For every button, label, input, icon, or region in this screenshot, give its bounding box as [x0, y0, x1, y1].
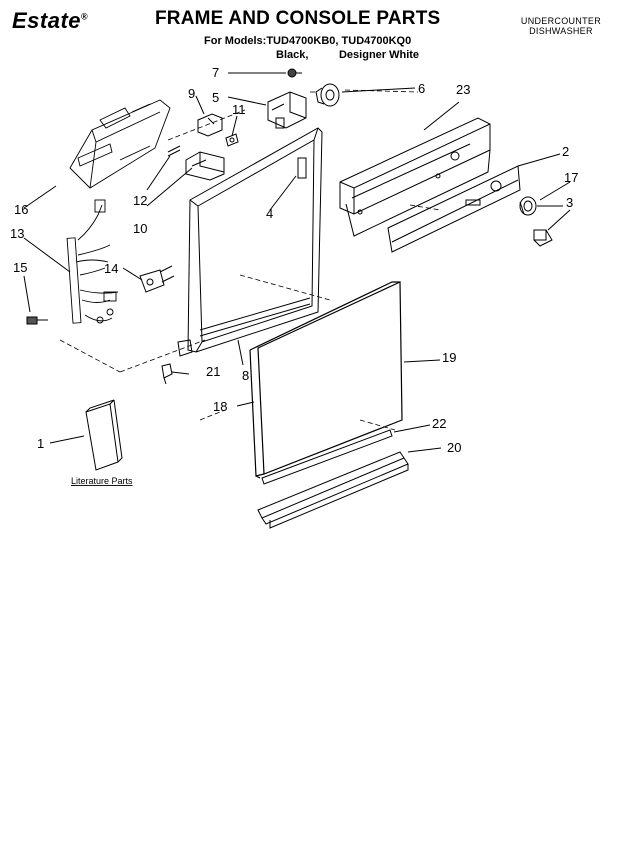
- registered-mark: ®: [81, 11, 89, 22]
- callout-19: 19: [442, 350, 456, 365]
- callout-9: 9: [188, 86, 195, 101]
- callout-labels: 1 2 3 4 5 6 7 8 9 10 11 12 13 14 15 16 1…: [10, 65, 578, 455]
- part-latch-housing: [185, 151, 225, 181]
- part-door-latch: [267, 91, 307, 129]
- part-outer-door-panel: [249, 281, 403, 479]
- part-trim-strip: [261, 429, 393, 485]
- callout-21: 21: [206, 364, 220, 379]
- product-category: UNDERCOUNTER DISHWASHER: [521, 16, 601, 36]
- part-switch: [139, 265, 175, 293]
- part-kick-plate: [257, 451, 409, 529]
- part-latch-bracket: [197, 113, 223, 137]
- part-control-knob: [519, 196, 537, 216]
- callout-2: 2: [562, 144, 569, 159]
- callout-15: 15: [13, 260, 27, 275]
- callout-20: 20: [447, 440, 461, 455]
- callout-22: 22: [432, 416, 446, 431]
- part-literature-booklet: [85, 399, 123, 471]
- color-black: Black,: [276, 49, 309, 61]
- color-white: Designer White: [338, 49, 420, 61]
- literature-parts-label: Literature Parts: [71, 476, 133, 486]
- part-screw: [26, 316, 48, 325]
- callout-12: 12: [133, 193, 147, 208]
- callout-16: 16: [14, 202, 28, 217]
- category-line-1: UNDERCOUNTER: [520, 16, 601, 26]
- part-door-knob: [315, 83, 340, 107]
- part-control-overlay: [387, 165, 521, 253]
- part-hinge-clip: [161, 363, 173, 385]
- brand-name: Estate: [12, 8, 82, 33]
- brand-logo: Estate®: [12, 8, 88, 34]
- callout-8: 8: [242, 368, 249, 383]
- callout-18: 18: [213, 399, 227, 414]
- callout-23: 23: [456, 82, 470, 97]
- callout-6: 6: [418, 81, 425, 96]
- model-info: For Models:TUD4700KB0, TUD4700KQ0 Black,…: [204, 34, 419, 62]
- part-strike: [167, 145, 181, 157]
- part-push-button: [533, 229, 553, 247]
- callout-3: 3: [566, 195, 573, 210]
- callout-13: 13: [10, 226, 24, 241]
- models-line: For Models:TUD4700KB0, TUD4700KQ0: [204, 35, 412, 47]
- callout-4: 4: [266, 206, 273, 221]
- assembly-guide-lines: [59, 89, 441, 431]
- part-door-frame: [177, 127, 323, 357]
- part-vent-duct: [69, 99, 171, 189]
- part-wire-harness: [66, 199, 119, 324]
- page-title: FRAME AND CONSOLE PARTS: [155, 8, 441, 29]
- callout-17: 17: [564, 170, 578, 185]
- callout-14: 14: [104, 261, 118, 276]
- color-variants: Black, Designer White: [204, 48, 419, 62]
- callout-5: 5: [212, 90, 219, 105]
- callout-7: 7: [212, 65, 219, 80]
- leader-lines: [23, 72, 571, 453]
- part-console-panel: [339, 117, 491, 237]
- callout-10: 10: [133, 221, 147, 236]
- category-line-2: DISHWASHER: [529, 26, 593, 36]
- callout-1: 1: [37, 436, 44, 451]
- callout-11: 11: [232, 102, 246, 117]
- part-latch-screw: [287, 68, 302, 78]
